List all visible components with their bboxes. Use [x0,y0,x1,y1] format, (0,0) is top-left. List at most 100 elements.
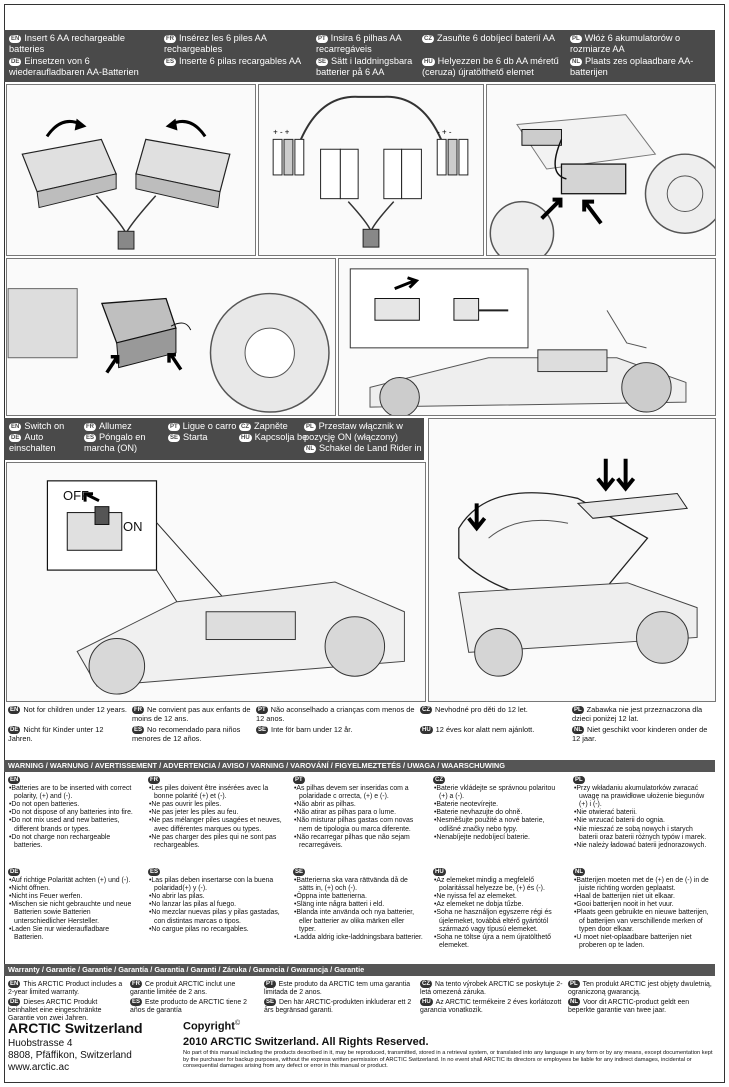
warning-item: As pilhas devem ser inseridas com a pola… [293,785,423,801]
lang-badge: CZ [422,35,434,43]
lang-badge: ES [84,434,97,442]
switch-off-label: OFF [63,488,89,503]
lang-badge: FR [164,35,176,43]
lang-badge: EN [8,776,21,784]
battery-pack-drawing: + - + - + - [272,95,469,248]
lang-badge: PT [256,706,268,714]
illustration-insert-pack [486,84,716,256]
install-cz-text: Zasuňte 6 dobíjecí baterií AA [437,33,555,43]
install-nl-text: Plaats zes oplaadbare AA-batterijen [570,56,694,77]
warning-item: Batterierna ska vara rättvända då de sät… [293,877,423,893]
insert-pack-drawing [489,114,715,255]
warning-de: DE Auf richtige Polarität achten (+) und… [8,868,138,942]
lang-badge: FR [84,423,96,431]
manual-page [4,4,725,1083]
warning-item: Baterie vkládejte se správnou polaritou … [433,785,563,801]
warning-list: Batterijen moeten met de (+) en de (-) i… [573,877,713,950]
switch-en-text: Switch on [24,421,65,431]
warning-item: Auf richtige Polarität achten (+) und (-… [8,877,138,885]
illustration-connector [338,258,716,416]
warning-item: Não misturar pilhas gastas com novas nem… [293,817,423,833]
warning-item: Não atirar as pilhas para o lume. [293,809,423,817]
install-es-text: Inserte 6 pilas recargables AA [179,56,302,66]
lang-badge: HU [433,868,446,876]
lang-badge: PT [293,776,305,784]
lang-badge: ES [132,726,145,734]
lang-badge: HU [420,998,433,1006]
warning-item: Nie otwierać baterii. [573,809,713,817]
lang-badge: FR [132,706,144,714]
warning-item: Ladda aldrig icke-laddningsbara batterie… [293,934,423,942]
warning-list: Az elemeket mindig a megfelelő polaritás… [433,877,563,950]
warning-list: Las pilas deben insertarse con la buena … [148,877,283,934]
warning-item: Baterie nevhazujte do ohně. [433,809,563,817]
warning-list: As pilhas devem ser inseridas com a pola… [293,785,423,850]
warning-item: Nicht öffnen. [8,885,138,893]
age-hu-text: 12 éves kor alatt nem ajánlott. [435,725,535,734]
install-hu-text: Helyezzen be 6 db AA méretű (ceruza) újr… [422,56,559,77]
age-es-text: No recomendado para niños menores de 12 … [132,725,241,743]
warning-item: No cargue pilas no recargables. [148,926,283,934]
warning-list: Przy wkładaniu akumulatorków zwracać uwa… [573,785,713,850]
age-se-text: Inte för barn under 12 år. [271,725,353,734]
switch-se-text: Starta [183,432,208,442]
lang-badge: DE [9,58,22,66]
lang-badge: CZ [420,980,432,988]
switch-nl-text: Schakel de Land Rider in [319,443,422,453]
lang-badge: PL [568,980,580,988]
switch-fr-text: Allumez [99,421,132,431]
warning-hu: HU Az elemeket mindig a megfelelő polari… [433,868,563,950]
lang-badge: EN [8,706,21,714]
copyright-title: 2010 ARCTIC Switzerland. All Rights Rese… [183,1036,429,1048]
company-website: www.arctic.ac [8,1062,70,1073]
age-pt-text: Não aconselhado a crianças com menos de … [256,705,415,723]
warning-item: Nesměšujte použité a nové baterie, odliš… [433,817,563,833]
copyright-body: No part of this manual including the pro… [183,1050,713,1070]
lang-badge: PT [168,423,180,431]
warning-item: Ne pas jeter les piles au feu. [148,809,283,817]
warning-item: Mischen sie nicht gebrauchte und neue Ba… [8,901,138,925]
warning-item: Do not mix used and new batteries, diffe… [8,817,138,833]
warning-item: Las pilas deben insertarse con la buena … [148,877,283,893]
warning-item: Släng inte några batteri i eld. [293,901,423,909]
switch-hu-text: Kapcsolja be [254,432,308,442]
copyright-label: Copyright© [183,1020,240,1033]
warranty-cz-text: Na tento výrobek ARCTIC se poskytuje 2-l… [420,981,563,997]
lang-badge: PL [572,706,584,714]
lang-badge: CZ [239,423,251,431]
warning-item: Les piles doivent être insérées avec la … [148,785,283,801]
warranty-en-text: This ARCTIC Product includes a 2-year li… [8,981,123,997]
lang-badge: PT [316,35,328,43]
lang-badge: NL [572,726,584,734]
warning-item: No mezclar nuevas pilas y pilas gastadas… [148,909,283,925]
warning-en: EN Batteries are to be inserted with cor… [8,776,138,850]
switch-on-label: ON [123,519,143,534]
warning-item: Batterijen moeten met de (+) en de (-) i… [573,877,713,893]
warranty-title-bar: Warranty / Garantie / Garantie / Garantí… [4,964,715,976]
lang-badge: HU [420,726,433,734]
warning-item: Blanda inte använda och nya batterier, e… [293,909,423,933]
lang-badge: SE [168,434,181,442]
warning-item: Nie mieszać ze sobą nowych i starych bat… [573,826,713,842]
company-name: ARCTIC Switzerland [8,1020,143,1036]
warning-item: Soha ne töltse újra a nem újratölthető e… [433,934,563,950]
warning-item: Não recarregar pilhas que não sejam reca… [293,834,423,850]
